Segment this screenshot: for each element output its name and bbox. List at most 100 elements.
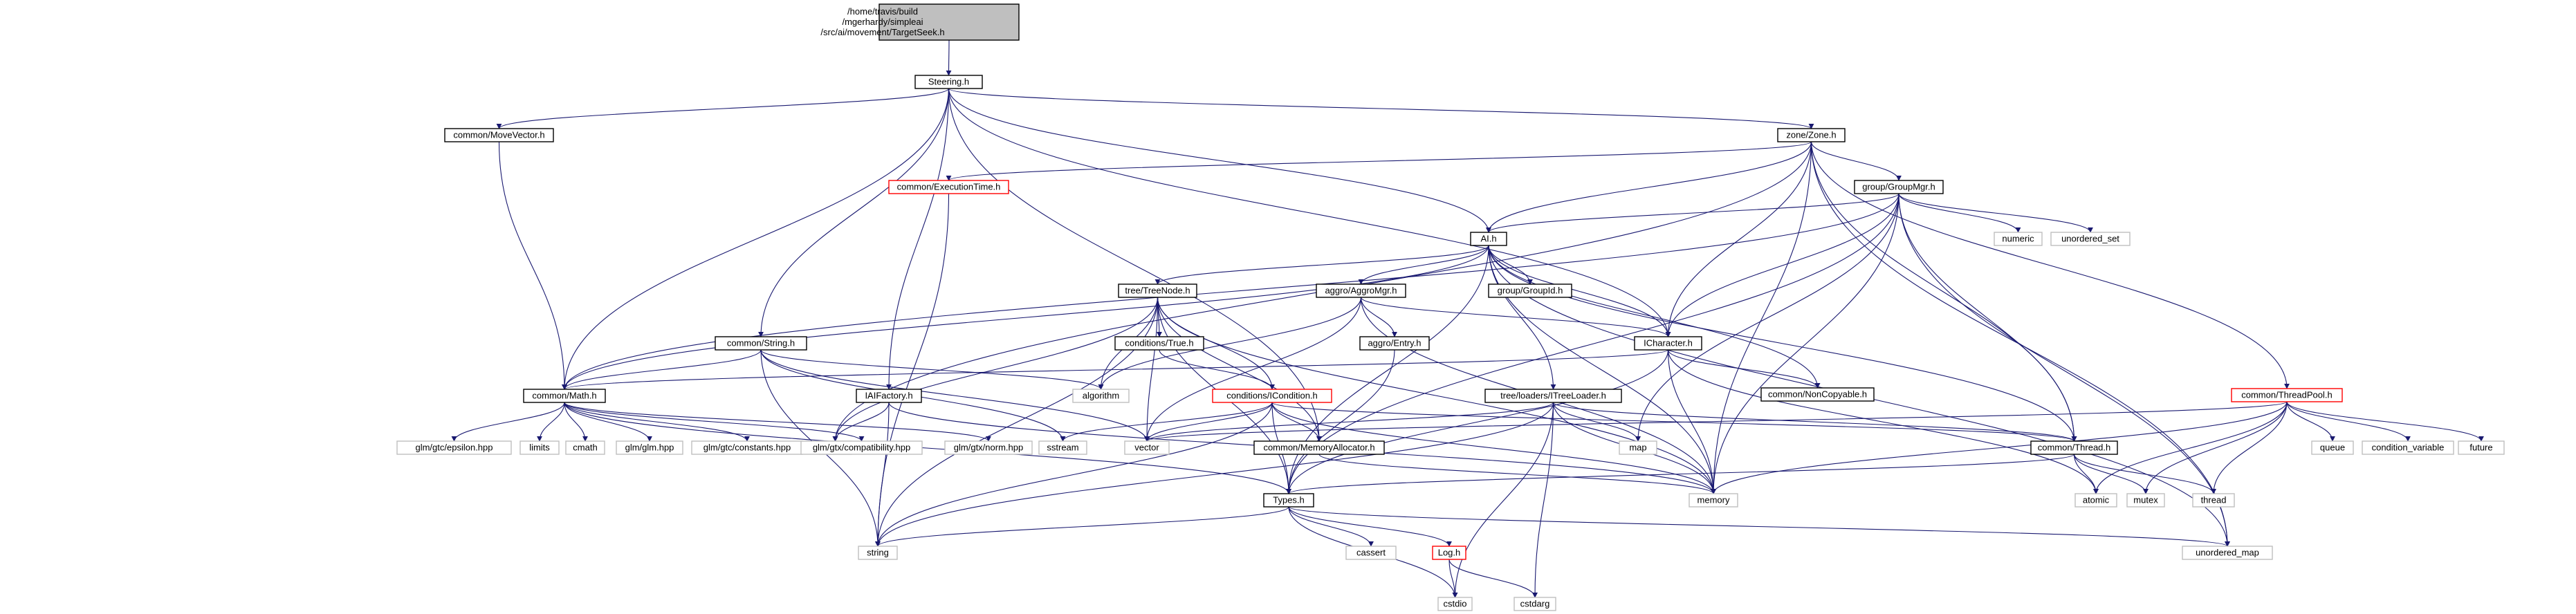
include-edge <box>1711 193 1899 494</box>
include-edge <box>1898 193 2230 547</box>
node-label: group/GroupId.h <box>1498 286 1563 296</box>
include-edge <box>1286 193 1899 494</box>
node-memory: memory <box>1689 493 1738 508</box>
node-thread-h[interactable]: common/Thread.h <box>2030 440 2118 455</box>
node-label: common/String.h <box>727 338 795 348</box>
include-edge <box>1665 193 1899 337</box>
node-iaifactory[interactable]: IAIFactory.h <box>856 389 922 403</box>
include-edge <box>2093 401 2288 494</box>
node-label: vector <box>1134 443 1159 453</box>
node-math[interactable]: common/Math.h <box>523 389 606 403</box>
include-edge <box>1488 245 1821 389</box>
node-label: glm/glm.hpp <box>625 443 674 453</box>
node-label: unordered_set <box>2061 234 2119 244</box>
node-cstdarg: cstdarg <box>1514 597 1556 611</box>
node-unordered-set: unordered_set <box>2050 232 2131 246</box>
include-edge <box>564 402 991 442</box>
node-glm-glm: glm/glm.hpp <box>616 440 683 455</box>
include-edge <box>1665 141 1812 337</box>
node-label: queue <box>2320 443 2345 453</box>
node-log[interactable]: Log.h <box>1432 546 1466 560</box>
include-edge <box>1448 559 1458 598</box>
include-edge <box>1488 245 2077 442</box>
node-root[interactable]: /home/travis/build/mgerhardy/simpleai/sr… <box>820 3 1020 41</box>
node-treeloader[interactable]: tree/loaders/ITreeLoader.h <box>1484 389 1622 403</box>
include-edge <box>1360 297 1397 337</box>
include-edge <box>1452 402 1554 598</box>
include-edge <box>1810 141 2290 389</box>
node-types[interactable]: Types.h <box>1263 493 1314 508</box>
include-edge <box>2073 454 2216 494</box>
node-groupmgr[interactable]: group/GroupMgr.h <box>1854 180 1944 194</box>
node-label: cstdio <box>1444 599 1467 609</box>
node-zone[interactable]: zone/Zone.h <box>1777 128 1846 142</box>
include-edge <box>832 402 890 442</box>
node-icharacter[interactable]: ICharacter.h <box>1634 336 1702 351</box>
include-edge <box>451 402 565 442</box>
node-string-h[interactable]: common/String.h <box>715 336 807 351</box>
node-cstdio: cstdio <box>1437 597 1473 611</box>
node-noncopyable[interactable]: common/NonCopyable.h <box>1760 387 1875 402</box>
node-label: Steering.h <box>928 77 969 87</box>
include-edge <box>1711 141 1812 494</box>
include-edge <box>1154 245 1489 285</box>
node-label: common/Math.h <box>532 391 596 401</box>
node-glm-epsilon: glm/gtc/epsilon.hpp <box>396 440 512 455</box>
node-label: Log.h <box>1438 548 1461 558</box>
include-edge <box>1318 454 1716 494</box>
node-memalloc[interactable]: common/MemoryAllocator.h <box>1253 440 1385 455</box>
include-edge <box>948 88 1322 442</box>
include-edge <box>496 88 950 129</box>
include-edge <box>1288 506 1374 547</box>
include-edge <box>1486 141 1812 233</box>
node-label: limits <box>529 443 550 453</box>
include-edge <box>1288 506 1452 547</box>
include-edge <box>2286 401 2335 442</box>
node-label: tree/TreeNode.h <box>1125 286 1190 296</box>
node-label: sstream <box>1047 443 1078 453</box>
node-label: aggro/AggroMgr.h <box>1325 286 1397 296</box>
include-edge <box>564 402 588 442</box>
node-label: memory <box>1698 495 1730 505</box>
include-edge <box>1360 297 1671 337</box>
node-numeric: numeric <box>1994 232 2043 246</box>
include-edge <box>2073 454 2149 494</box>
node-atomic: atomic <box>2074 493 2117 508</box>
node-aggroentry[interactable]: aggro/Entry.h <box>1359 336 1430 351</box>
node-icondition[interactable]: conditions/ICondition.h <box>1212 389 1332 403</box>
include-edge <box>1810 141 1902 181</box>
node-groupid[interactable]: group/GroupId.h <box>1488 283 1572 298</box>
include-edge <box>1144 402 1273 442</box>
node-glm-compat: glm/gtx/compatibility.hpp <box>800 440 923 455</box>
node-steering[interactable]: Steering.h <box>914 75 983 89</box>
node-conditions-true[interactable]: conditions/True.h <box>1114 336 1204 351</box>
node-label: Types.h <box>1273 495 1305 505</box>
include-edge <box>875 402 890 547</box>
node-map: map <box>1619 440 1657 455</box>
node-exectime[interactable]: common/ExecutionTime.h <box>888 180 1009 194</box>
include-edge <box>948 88 1814 129</box>
include-edge <box>1488 245 1671 337</box>
node-treenode[interactable]: tree/TreeNode.h <box>1118 283 1197 298</box>
node-ai[interactable]: AI.h <box>1470 232 1507 246</box>
node-label: /home/travis/build <box>847 6 918 17</box>
node-label: zone/Zone.h <box>1786 130 1836 140</box>
include-edge <box>1667 349 2099 494</box>
node-label: unordered_map <box>2196 548 2259 558</box>
include-edge <box>1271 402 2077 442</box>
include-edge <box>498 141 567 390</box>
node-queue: queue <box>2311 440 2354 455</box>
node-layer: /home/travis/build/mgerhardy/simpleai/sr… <box>396 3 2505 611</box>
include-edge <box>1667 349 1821 389</box>
node-threadpool[interactable]: common/ThreadPool.h <box>2231 388 2343 402</box>
node-label: condition_variable <box>2372 443 2445 453</box>
node-aggromgr[interactable]: aggro/AggroMgr.h <box>1316 283 1406 298</box>
include-edge <box>1271 402 1716 494</box>
include-edge <box>1157 297 1322 442</box>
include-edge <box>760 349 1104 390</box>
node-label: glm/gtc/constants.hpp <box>703 443 791 453</box>
node-label: glm/gtx/compatibility.hpp <box>813 443 910 453</box>
node-movevector[interactable]: common/MoveVector.h <box>444 128 554 142</box>
node-label: numeric <box>2002 234 2034 244</box>
node-label: aggro/Entry.h <box>1368 338 1421 348</box>
